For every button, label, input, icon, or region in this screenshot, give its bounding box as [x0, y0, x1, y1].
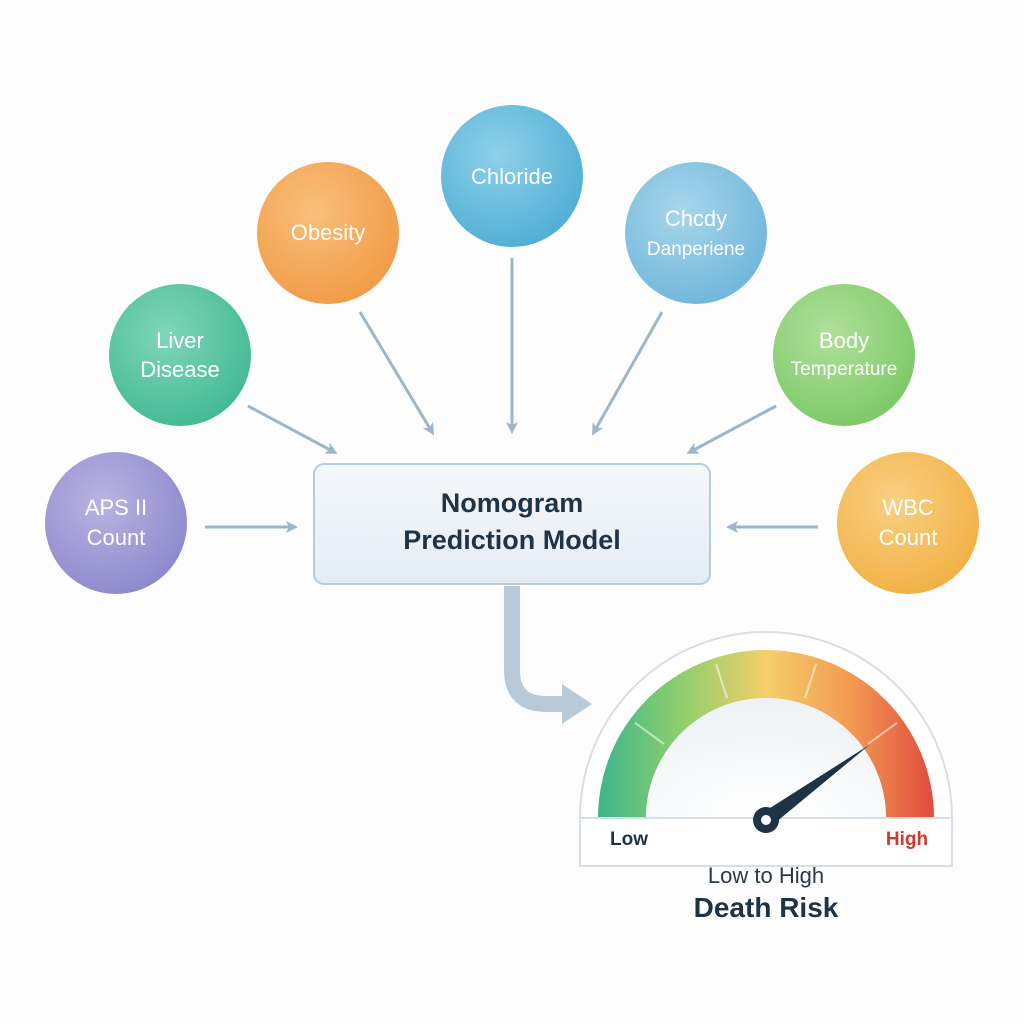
- model-title-line-2: Prediction Model: [403, 525, 621, 555]
- gauge-face: [646, 698, 886, 818]
- factor-label-line-1: Body: [819, 328, 869, 353]
- arrow-unclear-factor: [592, 311, 664, 436]
- factor-unclear: Chcdy Danperiene: [625, 162, 767, 304]
- model-box: Nomogram Prediction Model: [313, 463, 711, 585]
- factor-label-line-2: Danperiene: [647, 239, 745, 260]
- arrow-liver-disease: [247, 404, 338, 454]
- factor-label: Obesity: [291, 220, 366, 245]
- factor-circle: [257, 162, 399, 304]
- factor-label-line-2: Temperature: [791, 359, 898, 380]
- gauge-needle-hub-center: [761, 815, 771, 825]
- factor-circle: [625, 162, 767, 304]
- gauge-tick: [634, 721, 665, 745]
- gauge-low-label: Low: [610, 829, 648, 850]
- factor-label-line-1: Liver: [156, 328, 204, 353]
- arrow-body-temperature: [686, 404, 777, 454]
- risk-gauge: Low High: [579, 631, 953, 867]
- gauge-tick: [714, 663, 729, 699]
- factor-label: Chloride: [471, 164, 553, 189]
- gauge-tick: [867, 721, 898, 745]
- factor-label-line-2: Count: [87, 525, 146, 550]
- factor-body-temperature: Body Temperature: [773, 284, 915, 426]
- factor-circle: [45, 452, 187, 594]
- output-arrow-head: [562, 684, 592, 724]
- arrow-obesity: [358, 311, 435, 436]
- gauge-high-label: High: [886, 829, 928, 850]
- gauge-tick: [803, 663, 818, 699]
- gauge-color-band: [598, 650, 934, 818]
- factor-label-line-1: WBC: [882, 495, 933, 520]
- output-arrow-shaft: [504, 586, 566, 712]
- factor-wbc-count: WBC Count: [837, 452, 979, 594]
- factor-obesity: Obesity: [257, 162, 399, 304]
- factor-liver-disease: Liver Disease: [109, 284, 251, 426]
- factor-aps-ii-count: APS II Count: [45, 452, 187, 594]
- gauge-needle: [761, 744, 870, 827]
- factor-label-line-1: APS II: [85, 495, 147, 520]
- output-arrow: [504, 586, 592, 724]
- factor-circle: [773, 284, 915, 426]
- factor-chloride: Chloride: [441, 105, 583, 247]
- factor-label-line-2: Disease: [140, 357, 219, 382]
- risk-caption: Low to High: [708, 863, 824, 888]
- factor-circle: [109, 284, 251, 426]
- factor-label-line-1: Chcdy: [665, 206, 727, 231]
- risk-title: Death Risk: [694, 892, 839, 923]
- gauge-ticks: [634, 663, 898, 745]
- factor-circle: [837, 452, 979, 594]
- factor-circle: [441, 105, 583, 247]
- factor-label-line-2: Count: [879, 525, 938, 550]
- input-arrows: [205, 258, 818, 533]
- model-box-frame: [313, 463, 711, 585]
- model-title-line-1: Nomogram: [441, 488, 584, 518]
